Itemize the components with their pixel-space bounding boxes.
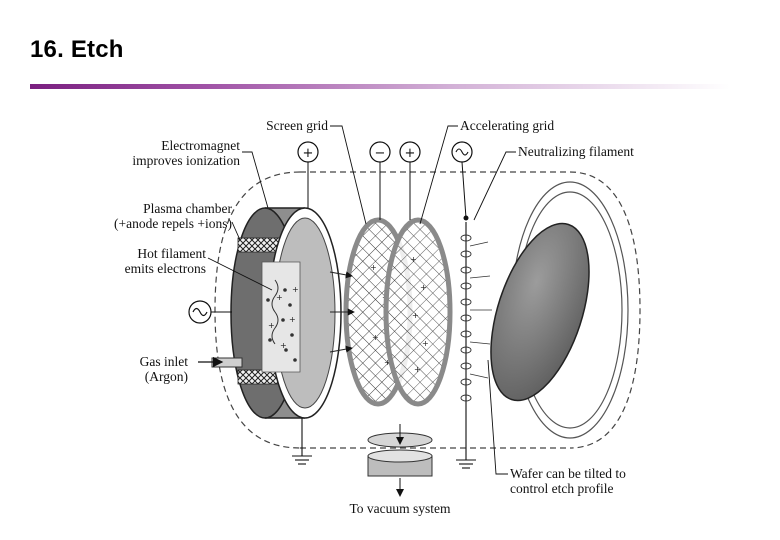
label-wafer-2: control etch profile bbox=[510, 481, 613, 496]
svg-text:+: + bbox=[384, 358, 391, 367]
label-gas-1: Gas inlet bbox=[140, 354, 189, 369]
screen-grid-electrode: + bbox=[297, 141, 319, 208]
accelerating-grid-positive-electrode: + bbox=[399, 141, 421, 220]
accelerating-grid: + + + + + bbox=[383, 217, 453, 407]
svg-text:+: + bbox=[410, 255, 417, 264]
label-electromagnet-2: improves ionization bbox=[132, 153, 240, 168]
label-electromagnet-1: Electromagnet bbox=[161, 138, 240, 153]
ground-symbols bbox=[292, 418, 476, 469]
plasma-chamber: + + + + + bbox=[230, 207, 342, 419]
vacuum-pump bbox=[367, 424, 433, 497]
svg-text:+: + bbox=[289, 315, 296, 324]
svg-text:+: + bbox=[412, 311, 419, 320]
svg-text:+: + bbox=[405, 146, 416, 161]
hot-filament-coil bbox=[271, 279, 279, 345]
label-neutralizing-filament: Neutralizing filament bbox=[518, 144, 634, 159]
filament-ac-electrode bbox=[451, 141, 473, 219]
label-accelerating-grid: Accelerating grid bbox=[460, 118, 554, 133]
svg-text:+: + bbox=[420, 283, 427, 292]
svg-text:+: + bbox=[372, 333, 379, 342]
svg-text:+: + bbox=[268, 321, 275, 330]
label-wafer-1: Wafer can be tilted to bbox=[510, 466, 626, 481]
svg-text:+: + bbox=[292, 285, 299, 294]
neutralizing-filament bbox=[460, 215, 492, 460]
gas-inlet-pipe bbox=[198, 356, 243, 368]
accelerating-grid-negative-electrode: − bbox=[369, 141, 391, 220]
wafer bbox=[490, 222, 590, 402]
label-filament-1: Hot filament bbox=[137, 246, 206, 261]
svg-text:+: + bbox=[370, 263, 377, 272]
svg-text:+: + bbox=[303, 146, 314, 161]
label-screen-grid: Screen grid bbox=[266, 118, 328, 133]
slide-title: 16. Etch bbox=[30, 36, 124, 63]
label-filament-2: emits electrons bbox=[125, 261, 206, 276]
label-gas-2: (Argon) bbox=[145, 369, 188, 384]
label-plasma-1: Plasma chamber bbox=[143, 201, 232, 216]
label-plasma-2: (+anode repels +ions) bbox=[114, 216, 232, 231]
svg-text:+: + bbox=[422, 339, 429, 348]
svg-text:+: + bbox=[280, 341, 287, 350]
ac-source-icon bbox=[188, 300, 232, 324]
title-divider bbox=[30, 84, 730, 89]
svg-text:+: + bbox=[414, 365, 421, 374]
svg-text:+: + bbox=[276, 293, 283, 302]
ion-beam-arrows bbox=[329, 271, 355, 353]
diagram-labels: Electromagnet improves ionization Plasma… bbox=[114, 118, 634, 516]
leader-lines bbox=[207, 125, 516, 475]
svg-text:−: − bbox=[375, 146, 386, 161]
label-vacuum: To vacuum system bbox=[349, 501, 451, 516]
